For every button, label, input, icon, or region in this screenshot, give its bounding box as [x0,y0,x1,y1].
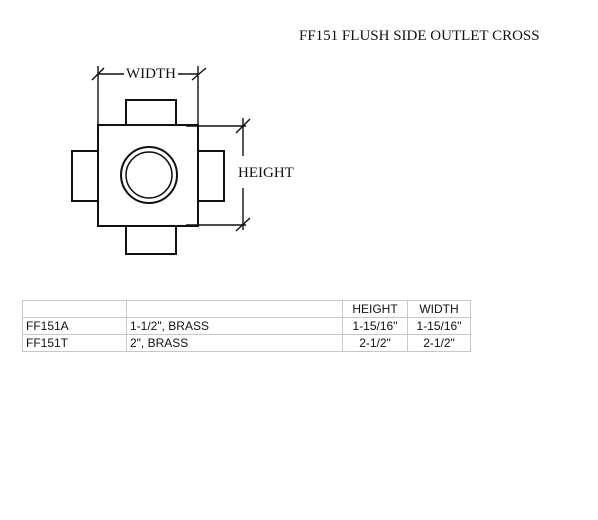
table-row: FF151A 1-1/2", BRASS 1-15/16" 1-15/16" [22,317,471,335]
table-header-row: HEIGHT WIDTH [22,300,471,318]
cross-fitting-drawing: WIDTH HEIGHT [71,66,294,255]
left-outlet [71,150,100,202]
header-description [126,300,343,318]
part-width: 2-1/2" [407,334,471,352]
height-label: HEIGHT [238,165,294,181]
center-bore-outer [120,146,178,204]
table-row: FF151T 2", BRASS 2-1/2" 2-1/2" [22,334,471,352]
header-height: HEIGHT [342,300,408,318]
right-outlet [197,150,225,202]
part-code: FF151T [22,334,127,352]
part-height: 2-1/2" [342,334,408,352]
center-bore-inner [125,151,173,199]
cross-body [97,124,199,227]
height-tick-bottom [235,217,251,232]
top-outlet [125,99,177,127]
width-tick-left [91,67,105,81]
header-width: WIDTH [407,300,471,318]
part-description: 2", BRASS [126,334,343,352]
height-tick-top [235,118,251,134]
drawing-title: FF151 FLUSH SIDE OUTLET CROSS [299,28,540,44]
part-description: 1-1/2", BRASS [126,317,343,335]
header-code [22,300,127,318]
bottom-outlet [125,225,177,255]
part-height: 1-15/16" [342,317,408,335]
spec-table: HEIGHT WIDTH FF151A 1-1/2", BRASS 1-15/1… [22,300,471,352]
width-label: WIDTH [126,66,176,82]
part-width: 1-15/16" [407,317,471,335]
width-tick-right [191,67,207,81]
part-code: FF151A [22,317,127,335]
